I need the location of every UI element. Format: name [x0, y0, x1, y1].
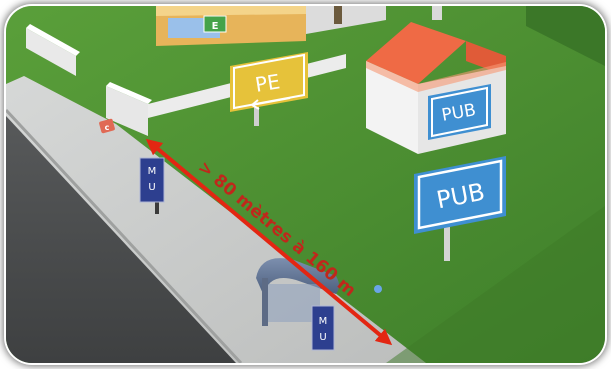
small-blue-icon — [374, 285, 382, 293]
mu-bottom-letter-u: U — [319, 332, 326, 343]
small-green-sign-label: E — [212, 21, 219, 32]
mu-top-letter-u: U — [148, 182, 155, 193]
mu-top-sign — [140, 158, 164, 202]
tree-trunk — [334, 6, 342, 24]
pe-sign-label: PE — [253, 69, 281, 97]
post — [432, 6, 442, 20]
small-red-marker-label: c — [105, 123, 110, 132]
scene-frame: E PE PUB PUB c M U M U MU MU > 80 mètres… — [6, 6, 605, 363]
street-scene: E PE PUB PUB c M U M U MU MU > 80 mètres… — [6, 6, 605, 363]
mu-bottom-letter-m: M — [319, 316, 328, 327]
mu-top-letter-m: M — [148, 166, 157, 177]
bus-shelter-post-left — [262, 278, 268, 326]
mu-bottom-sign — [312, 306, 334, 350]
